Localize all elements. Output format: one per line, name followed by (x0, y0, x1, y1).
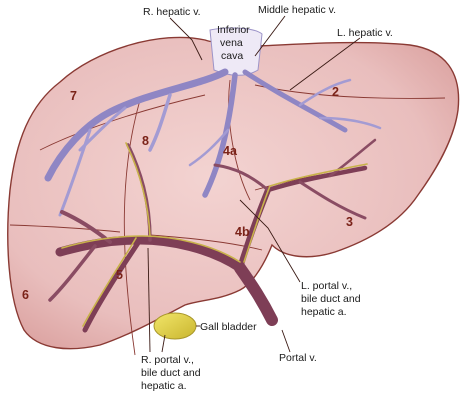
label-inferior-vena-cava-line3: cava (221, 50, 243, 62)
segment-7: 7 (70, 89, 77, 103)
segment-2: 2 (332, 85, 339, 99)
segment-8: 8 (142, 134, 149, 148)
segment-4b: 4b (235, 225, 250, 239)
label-r-portal-v-line3: hepatic a. (141, 380, 187, 392)
bile-ducts (61, 142, 368, 327)
label-r-hepatic-v: R. hepatic v. (143, 6, 201, 18)
label-l-hepatic-v: L. hepatic v. (337, 27, 393, 39)
label-inferior-vena-cava-line2: vena (220, 37, 243, 49)
leader-lines (147, 15, 361, 353)
anatomy-labels: R. hepatic v. Middle hepatic v. L. hepat… (141, 4, 393, 392)
segment-6: 6 (22, 288, 29, 302)
segment-3: 3 (346, 215, 353, 229)
label-r-portal-v-line1: R. portal v., (141, 354, 194, 366)
segment-5: 5 (116, 268, 123, 282)
segment-4a: 4a (223, 144, 238, 158)
label-l-portal-v-line3: hepatic a. (301, 306, 347, 318)
label-l-portal-v-line1: L. portal v., (301, 280, 352, 292)
segment-numbers: 2 3 4a 4b 5 6 7 8 (22, 85, 353, 302)
label-middle-hepatic-v: Middle hepatic v. (258, 4, 336, 16)
label-r-portal-v-line2: bile duct and (141, 367, 201, 379)
gall-bladder (153, 312, 197, 340)
label-inferior-vena-cava-line1: Inferior (217, 24, 250, 36)
label-gall-bladder: Gall bladder (200, 321, 257, 333)
hepatic-veins (44, 68, 382, 217)
label-l-portal-v-line2: bile duct and (301, 293, 361, 305)
label-portal-v: Portal v. (279, 352, 317, 364)
